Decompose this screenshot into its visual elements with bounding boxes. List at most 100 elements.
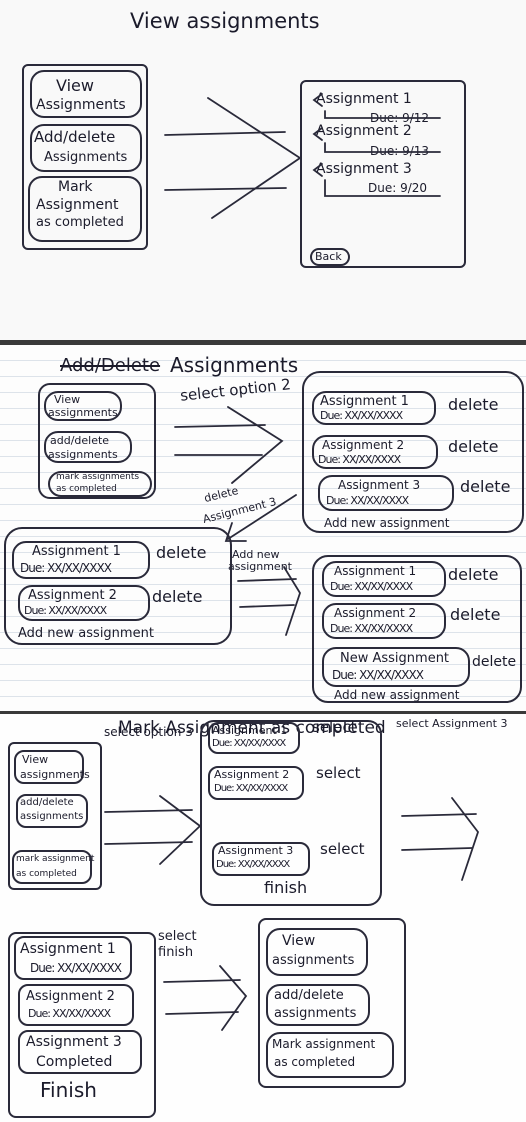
- assignment-name: Assignment 2: [28, 588, 117, 603]
- button-label: Mark: [58, 179, 93, 195]
- button-label: as completed: [274, 1055, 356, 1069]
- add-delete-assignments-button[interactable]: add/delete assignments: [266, 984, 370, 1026]
- assignment-item-completed[interactable]: Assignment 3 Completed: [18, 1030, 142, 1074]
- view-assignments-button[interactable]: View assignments: [266, 928, 368, 976]
- mark-completed-button[interactable]: mark assignment as completed: [12, 850, 95, 884]
- navigation-arrow: [401, 797, 480, 881]
- assignment-name: Assignment 2: [316, 123, 412, 139]
- button-label: mark assignment: [16, 854, 95, 864]
- assignment-item[interactable]: Assignment 3 Due: XX/XX/XXXX: [212, 842, 310, 876]
- mark-completed-panel: Mark Assignment as completed View assign…: [0, 714, 526, 1122]
- button-label: assignments: [48, 448, 118, 461]
- assignment-name: Assignment 1: [20, 941, 116, 957]
- select-button[interactable]: select: [320, 840, 365, 858]
- view-assignments-panel: View assignments View Assignments Add/de…: [0, 0, 526, 340]
- delete-button[interactable]: delete: [448, 565, 499, 584]
- assignment-due: Due: XX/XX/XXXX: [24, 604, 107, 617]
- assignment-item[interactable]: Assignment 3 Due: XX/XX/XXXX: [318, 475, 454, 511]
- button-label: Assignment: [36, 197, 119, 213]
- button-label: assignments: [20, 768, 90, 781]
- assignment-name: Assignment 1: [334, 564, 417, 578]
- assignment-due: Due: XX/XX/XXXX: [320, 409, 403, 422]
- assignment-item[interactable]: Assignment 2 Due: XX/XX/XXXX: [18, 984, 134, 1026]
- panel-title: Mark Assignment as completed: [118, 718, 386, 738]
- back-label: Back: [315, 250, 342, 263]
- select-button[interactable]: select: [316, 764, 361, 782]
- assignment-item[interactable]: Assignment 1 Due: XX/XX/XXXX: [322, 561, 446, 597]
- button-label: View: [56, 76, 94, 95]
- assignment-due: Due: XX/XX/XXXX: [330, 580, 413, 593]
- delete-button[interactable]: delete: [472, 654, 517, 670]
- assignment-name: Assignment 2: [26, 989, 115, 1004]
- finish-button[interactable]: finish: [264, 878, 308, 897]
- button-label: Add/delete: [34, 128, 116, 146]
- assignment-name: Assignment 1: [320, 394, 409, 409]
- add-delete-assignments-button[interactable]: add/delete assignments: [44, 431, 132, 463]
- phone-frame-select: [200, 720, 382, 906]
- assignment-item[interactable]: New Assignment Due: XX/XX/XXXX: [322, 647, 470, 687]
- select-button[interactable]: select: [312, 718, 357, 736]
- button-label: mark assignments: [56, 472, 140, 482]
- button-label: assignments: [272, 953, 355, 968]
- finish-button[interactable]: Finish: [40, 1078, 97, 1102]
- button-label: as completed: [56, 484, 117, 494]
- phone-frame-menu: [8, 742, 102, 890]
- button-label: assignments: [48, 406, 118, 419]
- assignment-name: Assignment 3: [26, 1034, 122, 1050]
- assignment-item[interactable]: Assignment 1 Due: XX/XX/XXXX: [14, 936, 132, 980]
- transition-label: finish: [158, 945, 194, 960]
- phone-frame-completed: [8, 932, 156, 1118]
- add-new-arrow: [237, 566, 301, 636]
- button-label: Assignments: [44, 150, 128, 165]
- assignment-due: Due: XX/XX/XXXX: [330, 622, 413, 635]
- assignment-due: Due: XX/XX/XXXX: [212, 738, 286, 749]
- assignment-due: Due: XX/XX/XXXX: [326, 494, 409, 507]
- assignment-name: Assignment 2: [322, 438, 405, 452]
- delete-button[interactable]: delete: [156, 543, 207, 562]
- assignment-due: Due: 9/13: [370, 144, 430, 158]
- assignment-item[interactable]: Assignment 1 Due: XX/XX/XXXX: [12, 541, 150, 579]
- add-new-assignment-button[interactable]: Add new assignment: [324, 516, 450, 530]
- assignment-due: Due: XX/XX/XXXX: [28, 1007, 111, 1020]
- delete-button[interactable]: delete: [450, 605, 501, 624]
- assignment-due: Due: 9/20: [368, 181, 428, 195]
- assignment-name: Assignment 1: [212, 724, 288, 737]
- back-button[interactable]: Back: [310, 248, 350, 266]
- assignment-due: Due: XX/XX/XXXX: [214, 783, 288, 794]
- assignment-item[interactable]: Assignment 2 Due: XX/XX/XXXX: [18, 585, 150, 621]
- delete-button[interactable]: delete: [460, 477, 511, 496]
- delete-button[interactable]: delete: [152, 587, 203, 606]
- add-delete-assignments-button[interactable]: Add/delete Assignments: [30, 124, 142, 172]
- add-delete-assignments-button[interactable]: add/delete assignments: [16, 794, 88, 828]
- button-label: add/delete: [50, 434, 110, 447]
- transition-label: assignment: [228, 560, 292, 573]
- assignment-name: Assignment 1: [32, 544, 121, 559]
- assignment-item[interactable]: Assignment 1 Due: XX/XX/XXXX: [208, 722, 300, 754]
- view-assignments-button[interactable]: View assignments: [14, 750, 90, 784]
- mark-completed-button[interactable]: Mark assignment as completed: [266, 1032, 394, 1078]
- view-assignments-button[interactable]: View assignments: [44, 391, 122, 421]
- phone-frame-menu-final: [258, 918, 406, 1088]
- navigation-arrow: [174, 406, 284, 484]
- button-label: Mark assignment: [272, 1037, 376, 1051]
- transition-label: select Assignment 3: [396, 717, 508, 730]
- delete-button[interactable]: delete: [448, 395, 499, 414]
- assignment-item[interactable]: Assignment 2 Due: XX/XX/XXXX: [312, 435, 438, 469]
- assignment-item[interactable]: Assignment 2 Due: XX/XX/XXXX: [322, 603, 446, 639]
- add-new-assignment-button[interactable]: Add new assignment: [334, 688, 460, 702]
- assignment-name: New Assignment: [340, 651, 450, 666]
- transition-label: Add new: [232, 548, 280, 561]
- mark-completed-button[interactable]: Mark Assignment as completed: [28, 176, 142, 242]
- delete-button[interactable]: delete: [448, 437, 499, 456]
- add-new-assignment-button[interactable]: Add new assignment: [18, 626, 154, 641]
- button-label: assignments: [20, 811, 84, 822]
- phone-frame-list-after-add: [312, 555, 522, 703]
- assignment-due: Due: XX/XX/XXXX: [20, 561, 112, 575]
- assignment-due: Due: XX/XX/XXXX: [332, 668, 424, 682]
- button-label: View: [54, 393, 81, 406]
- mark-completed-button[interactable]: mark assignments as completed: [48, 471, 152, 497]
- assignment-item[interactable]: Assignment 2 Due: XX/XX/XXXX: [208, 766, 304, 800]
- view-assignments-button[interactable]: View Assignments: [30, 70, 142, 118]
- assignment-item[interactable]: Assignment 1 Due: XX/XX/XXXX: [312, 391, 436, 425]
- phone-frame-list: [302, 371, 524, 533]
